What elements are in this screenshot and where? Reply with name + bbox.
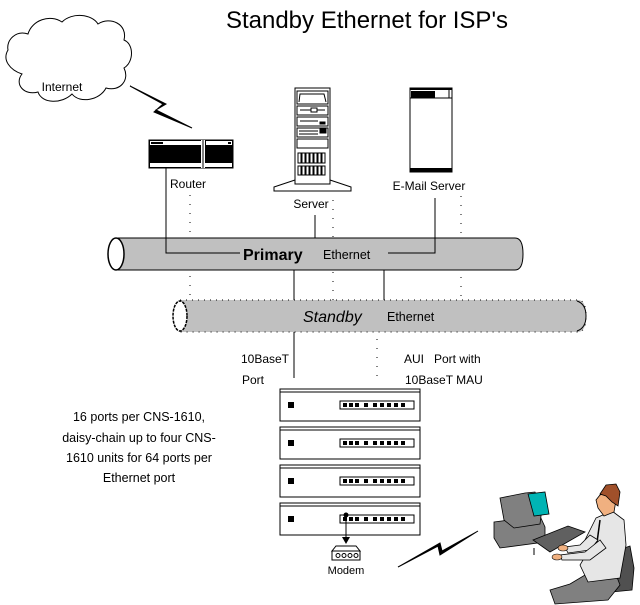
server-label: Server [293, 197, 328, 211]
remote-user[interactable] [493, 483, 635, 605]
email-primary-link [388, 198, 436, 254]
standby-bus-suffix: Ethernet [387, 310, 435, 324]
dialup-link-bolt-icon [397, 530, 479, 568]
note-line-2: daisy-chain up to four CNS- [62, 431, 216, 445]
diagram-title: Standby Ethernet for ISP's [226, 7, 508, 34]
modem-icon [330, 545, 362, 561]
cns-1610-unit[interactable] [279, 464, 421, 498]
internet-cloud: Internet [5, 15, 132, 102]
capacity-note: 16 ports per CNS-1610, daisy-chain up to… [62, 410, 216, 485]
email-server-label: E-Mail Server [393, 179, 466, 193]
router[interactable]: Router [148, 139, 234, 191]
status-led-icon [288, 478, 294, 484]
tenbaset-port-label-line1: 10BaseT [241, 352, 290, 366]
tenbaset-port-label-line2: Port [242, 373, 265, 387]
cns-1610-unit[interactable] [279, 388, 421, 422]
tower-server-icon [273, 87, 352, 192]
aui-port-label-line1: AUI Port with [404, 352, 481, 366]
primary-ethernet-bus[interactable]: Primary Ethernet [107, 237, 524, 271]
port-row-icon [339, 400, 415, 410]
router-label: Router [170, 177, 206, 191]
router-primary-link [165, 168, 240, 254]
router-icon [148, 139, 234, 169]
aui-port-label-line2: 10BaseT MAU [405, 373, 483, 387]
port-row-icon [339, 476, 415, 486]
port-row-icon [339, 438, 415, 448]
standby-bus-end-icon [172, 300, 188, 332]
email-server[interactable]: E-Mail Server [393, 87, 466, 193]
primary-bus-label: Primary [243, 247, 303, 264]
cns-1610-unit[interactable] [279, 502, 421, 536]
modem-link [342, 512, 350, 544]
cns-1610-stack [279, 388, 421, 536]
cns-1610-unit[interactable] [279, 426, 421, 460]
standby-ethernet-bus[interactable]: Standby Ethernet [172, 299, 587, 333]
internet-label: Internet [42, 80, 83, 94]
primary-bus-end-icon [107, 237, 125, 271]
modem-label: Modem [328, 565, 365, 577]
note-line-1: 16 ports per CNS-1610, [73, 410, 205, 424]
mail-server-icon [409, 87, 453, 173]
arrow-head-icon [342, 537, 350, 544]
server-vents [297, 152, 326, 176]
note-line-4: Ethernet port [103, 471, 176, 485]
user-at-computer-icon [493, 483, 635, 605]
primary-bus-suffix: Ethernet [323, 248, 371, 262]
port-row-icon [339, 514, 415, 524]
standby-bus-label: Standby [303, 309, 363, 326]
cloud-icon [5, 15, 132, 102]
modem[interactable]: Modem [328, 545, 365, 577]
status-led-icon [288, 516, 294, 522]
server[interactable]: Server [273, 87, 352, 211]
status-led-icon [288, 440, 294, 446]
note-line-3: 1610 units for 64 ports per [66, 451, 212, 465]
status-led-icon [288, 402, 294, 408]
wan-link-bolt-icon [129, 85, 193, 129]
